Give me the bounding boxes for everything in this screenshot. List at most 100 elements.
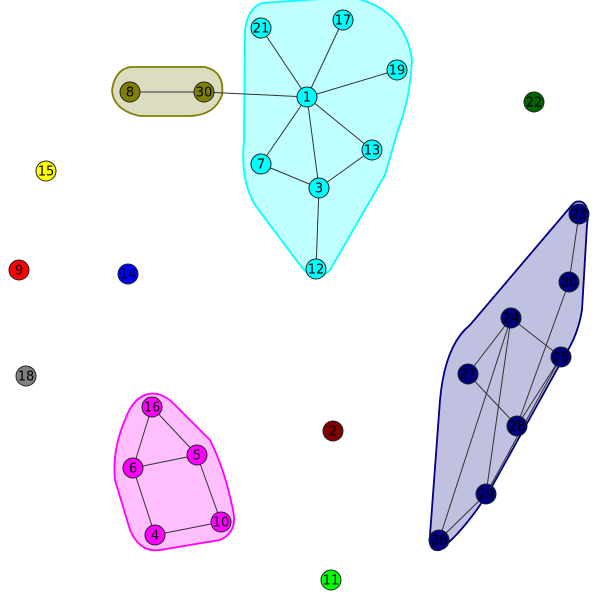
node-circle[interactable] [15, 365, 37, 387]
node-17[interactable]: 17 [332, 9, 354, 31]
node-11[interactable]: 11 [320, 569, 342, 591]
node-circle[interactable] [144, 524, 166, 546]
edge-28-20 [516, 281, 570, 427]
node-circle[interactable] [210, 511, 232, 533]
edge-20-23 [568, 213, 580, 283]
node-5[interactable]: 5 [186, 444, 208, 466]
node-label: 22 [526, 96, 543, 111]
node-label: 8 [126, 86, 134, 101]
node-circle[interactable] [186, 444, 208, 466]
node-2[interactable]: 2 [322, 420, 344, 442]
node-label: 14 [120, 268, 137, 283]
node-circle[interactable] [250, 153, 272, 175]
node-label: 7 [257, 158, 265, 173]
node-label: 26 [431, 534, 448, 549]
edge-16-6 [132, 406, 153, 469]
node-circle[interactable] [523, 91, 545, 113]
node-circle[interactable] [332, 9, 354, 31]
edge-1-3 [306, 96, 320, 189]
node-label: 2 [329, 425, 337, 440]
node-circle[interactable] [568, 203, 590, 225]
cluster-hull-cyan [242, 0, 413, 278]
node-circle[interactable] [250, 17, 272, 39]
node-circle[interactable] [550, 346, 572, 368]
node-label: 10 [213, 516, 230, 531]
node-circle[interactable] [8, 259, 30, 281]
edge-1-30 [203, 91, 308, 98]
node-label: 1 [303, 91, 311, 106]
node-circle[interactable] [35, 160, 57, 182]
node-18[interactable]: 18 [15, 365, 37, 387]
node-3[interactable]: 3 [308, 177, 330, 199]
node-10[interactable]: 10 [210, 511, 232, 533]
graph-edges [130, 19, 580, 541]
node-30[interactable]: 30 [193, 81, 215, 103]
node-circle[interactable] [117, 263, 139, 285]
node-label: 13 [364, 144, 381, 159]
node-label: 3 [315, 182, 323, 197]
node-label: 27 [460, 368, 477, 383]
node-28[interactable]: 28 [506, 415, 528, 437]
node-15[interactable]: 15 [35, 160, 57, 182]
node-circle[interactable] [500, 307, 522, 329]
edge-1-7 [260, 96, 308, 165]
node-6[interactable]: 6 [122, 457, 144, 479]
node-circle[interactable] [193, 81, 215, 103]
node-13[interactable]: 13 [361, 139, 383, 161]
node-16[interactable]: 16 [141, 396, 163, 418]
node-21[interactable]: 21 [250, 17, 272, 39]
node-circle[interactable] [428, 529, 450, 551]
node-circle[interactable] [320, 569, 342, 591]
cluster-hulls [111, 0, 589, 552]
node-circle[interactable] [361, 139, 383, 161]
edge-16-5 [151, 406, 198, 456]
node-8[interactable]: 8 [119, 81, 141, 103]
node-label: 19 [389, 64, 406, 79]
node-circle[interactable] [475, 483, 497, 505]
node-1[interactable]: 1 [296, 86, 318, 108]
node-29[interactable]: 29 [475, 483, 497, 505]
edge-1-19 [306, 69, 398, 98]
node-27[interactable]: 27 [457, 363, 479, 385]
node-7[interactable]: 7 [250, 153, 272, 175]
edge-6-5 [132, 454, 198, 469]
node-label: 24 [503, 312, 520, 327]
node-label: 6 [129, 462, 137, 477]
edge-1-17 [306, 19, 344, 98]
node-19[interactable]: 19 [386, 59, 408, 81]
cluster-hull-navy [428, 200, 589, 552]
edge-24-25 [510, 317, 562, 358]
node-circle[interactable] [122, 457, 144, 479]
node-20[interactable]: 20 [558, 271, 580, 293]
node-label: 9 [15, 264, 23, 279]
node-label: 12 [308, 263, 325, 278]
node-label: 23 [571, 208, 588, 223]
node-9[interactable]: 9 [8, 259, 30, 281]
node-circle[interactable] [506, 415, 528, 437]
node-23[interactable]: 23 [568, 203, 590, 225]
edge-26-24 [438, 317, 512, 541]
node-label: 30 [196, 86, 213, 101]
edge-1-21 [260, 27, 308, 98]
node-circle[interactable] [322, 420, 344, 442]
node-circle[interactable] [296, 86, 318, 108]
node-22[interactable]: 22 [523, 91, 545, 113]
node-25[interactable]: 25 [550, 346, 572, 368]
node-circle[interactable] [305, 258, 327, 280]
node-circle[interactable] [141, 396, 163, 418]
node-26[interactable]: 26 [428, 529, 450, 551]
node-12[interactable]: 12 [305, 258, 327, 280]
node-14[interactable]: 14 [117, 263, 139, 285]
node-circle[interactable] [308, 177, 330, 199]
node-24[interactable]: 24 [500, 307, 522, 329]
edge-26-29 [438, 493, 487, 541]
node-circle[interactable] [386, 59, 408, 81]
node-circle[interactable] [119, 81, 141, 103]
node-4[interactable]: 4 [144, 524, 166, 546]
node-circle[interactable] [457, 363, 479, 385]
edge-27-28 [467, 373, 518, 427]
node-label: 29 [478, 488, 495, 503]
edge-4-10 [154, 521, 222, 536]
node-circle[interactable] [558, 271, 580, 293]
